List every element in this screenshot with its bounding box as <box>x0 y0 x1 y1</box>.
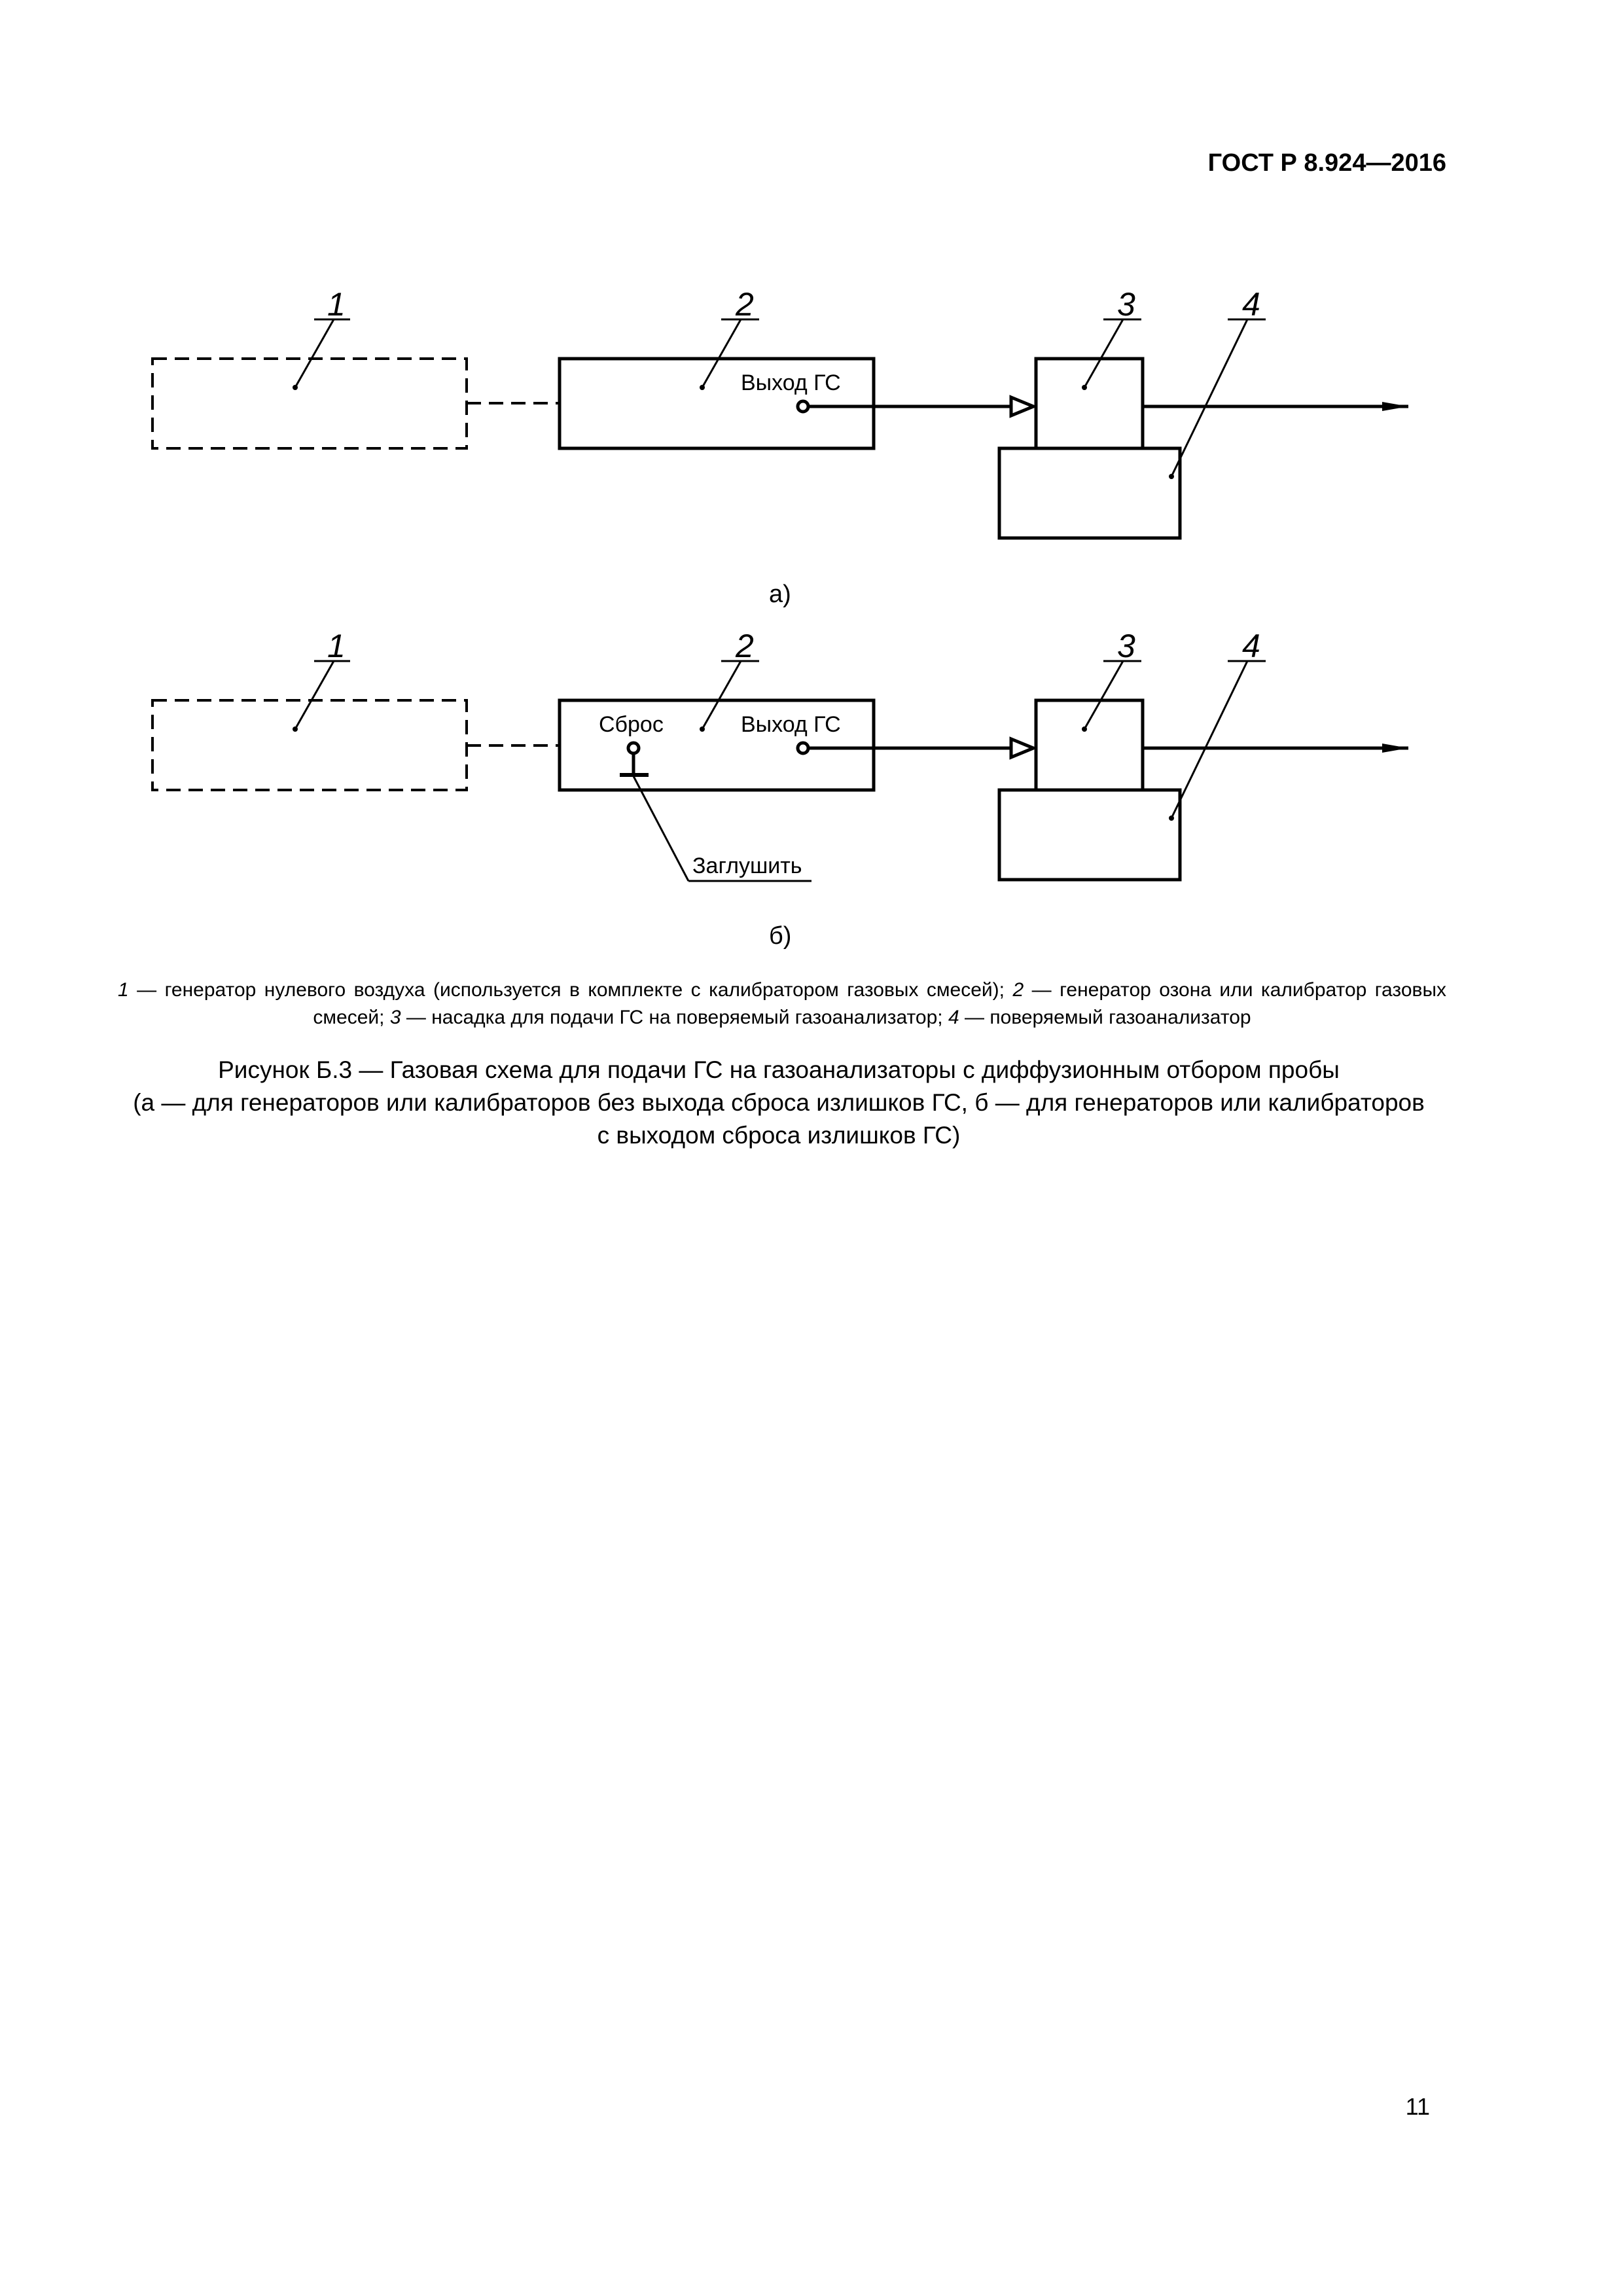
caption-title: Рисунок Б.3 — Газовая схема для подачи Г… <box>218 1056 1340 1083</box>
callout-number: 2 <box>735 628 754 664</box>
callout-4: 4 <box>1169 286 1266 479</box>
page-number: 11 <box>1405 2093 1430 2120</box>
reset-label: Сброс <box>599 712 664 737</box>
nozzle-box <box>1034 357 1145 450</box>
figure-legend: 1 — генератор нулевого воздуха (использу… <box>118 979 1447 1028</box>
legend-text-3: насадка для подачи ГС на поверяемый газо… <box>431 1007 943 1028</box>
document-header: ГОСТ Р 8.924—2016 <box>1207 149 1446 177</box>
reset-port <box>626 741 641 755</box>
gas-outlet-port <box>796 399 810 414</box>
caption-note-line-1: (а — для генераторов или калибраторов бе… <box>133 1089 1425 1116</box>
callout-number: 1 <box>327 286 346 323</box>
callout-3: 3 <box>1082 286 1141 390</box>
legend-text-1: генератор нулевого воздуха (используется… <box>164 979 1005 1001</box>
subfigure-label-a: а) <box>769 581 791 608</box>
callout-number: 4 <box>1242 286 1260 323</box>
callout-4: 4 <box>1169 628 1266 821</box>
callout-3: 3 <box>1082 628 1141 732</box>
nozzle-box <box>1034 698 1145 792</box>
figure-caption: Рисунок Б.3 — Газовая схема для подачи Г… <box>105 1054 1453 1152</box>
callout-number: 3 <box>1117 628 1135 664</box>
legend-text-4: поверяемый газоанализатор <box>990 1007 1251 1028</box>
callout-number: 1 <box>327 628 346 664</box>
legend-text-2: генератор озона или калибратор газовых с… <box>313 979 1447 1028</box>
callout-2: 2 <box>700 628 759 732</box>
diagram-b: Выход ГС Сброс Заглушить 1 2 3 <box>151 628 1408 950</box>
gas-analyzer-box <box>997 446 1182 540</box>
callout-number: 3 <box>1117 286 1135 323</box>
gas-scheme-figure: Выход ГС 1 2 3 4 а) <box>151 286 1408 950</box>
callout-1: 1 <box>293 628 350 732</box>
callout-1: 1 <box>293 286 350 390</box>
ozone-generator-box <box>558 357 876 450</box>
outlet-label: Выход ГС <box>741 370 841 395</box>
inlet-arrowhead <box>1009 395 1038 418</box>
plug-leader <box>632 776 690 882</box>
legend-num-2: 2 <box>1012 979 1024 1001</box>
subfigure-label-b: б) <box>769 922 791 950</box>
legend-num-4: 4 <box>948 1007 959 1028</box>
zero-air-generator-box <box>151 357 468 450</box>
legend-num-1: 1 <box>118 979 129 1001</box>
outlet-label: Выход ГС <box>741 712 841 737</box>
diagram-a: Выход ГС 1 2 3 4 а) <box>151 286 1408 608</box>
gas-analyzer-box <box>997 788 1182 882</box>
legend-num-3: 3 <box>389 1007 401 1028</box>
zero-air-generator-box <box>151 699 468 791</box>
callout-number: 2 <box>735 286 754 323</box>
gas-outlet-port <box>796 741 810 755</box>
ozone-generator-box <box>558 698 876 792</box>
callout-number: 4 <box>1242 628 1260 664</box>
inlet-arrowhead <box>1009 736 1038 760</box>
caption-note-line-2: с выходом сброса излишков ГС) <box>597 1122 961 1149</box>
callout-2: 2 <box>700 286 759 390</box>
plug-label: Заглушить <box>692 853 802 878</box>
